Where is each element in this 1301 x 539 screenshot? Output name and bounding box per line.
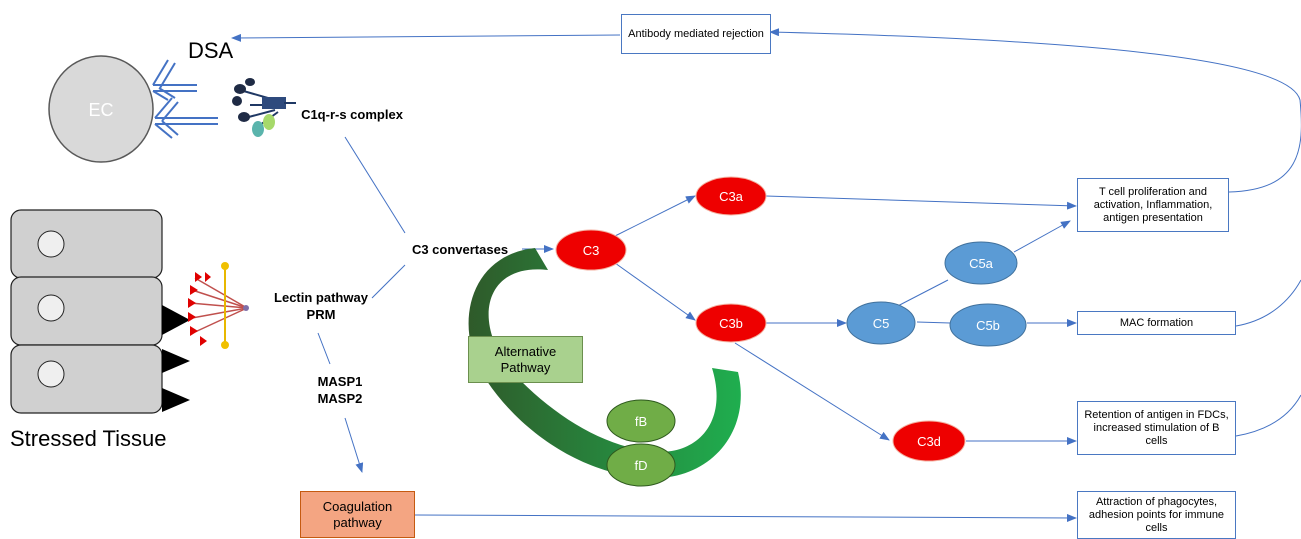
c1q-complex-icon [232, 78, 296, 137]
mac-formation-box: MAC formation [1077, 311, 1236, 335]
c3d-node-label: C3d [917, 434, 941, 449]
masp-to-coagulation-arrow [344, 417, 364, 473]
c3a-to-tcell-arrow [765, 195, 1077, 210]
c3-to-c3a-arrow [614, 195, 696, 237]
c5a-node [944, 241, 1018, 285]
antibody-to-dsa-arrow [231, 33, 621, 42]
tissue-cell [10, 276, 163, 346]
c5-node-label: C5 [873, 316, 890, 331]
lectin-prm-label: Lectin pathway PRM [274, 290, 368, 322]
dsa-label: DSA [188, 38, 234, 63]
c5b-node [949, 303, 1027, 347]
retention-feedback-curve [1235, 394, 1301, 437]
tissue-cell [10, 209, 163, 279]
c3a-node [695, 176, 767, 216]
fd-node [606, 443, 676, 487]
danger-signal-triangle [162, 305, 190, 335]
ec-cell [48, 55, 154, 163]
danger-signal-triangle [162, 349, 190, 373]
coagulation-to-attraction-arrow [414, 513, 1077, 522]
antibody-icon [154, 97, 218, 139]
coagulation-pathway-box: Coagulation pathway [300, 491, 415, 538]
stressed-tissue-label: Stressed Tissue [10, 426, 167, 451]
alternative-pathway-arc [468, 248, 741, 478]
fd-node-label: fD [635, 458, 648, 473]
alternative-pathway-box: Alternative Pathway [468, 336, 583, 383]
lectin-to-masp-line [317, 332, 331, 365]
danger-signal-triangle [162, 388, 190, 412]
tcell-outcome-box: T cell proliferation and activation, Inf… [1077, 178, 1229, 232]
antibody-icon [152, 59, 197, 101]
c5a-to-tcell-arrow [1013, 220, 1071, 253]
c3b-node-label: C3b [719, 316, 743, 331]
c1q-complex-label: C1q-r-s complex [301, 106, 403, 122]
cell-nucleus [37, 230, 65, 258]
masp-label: MASP1 MASP2 [317, 374, 363, 406]
c5-node [846, 301, 916, 345]
c3a-node-label: C3a [719, 189, 744, 204]
c3b-to-c3d-arrow [734, 342, 890, 441]
ec-label: EC [88, 100, 113, 120]
mac-feedback-curve [1235, 279, 1301, 327]
c5-to-c5b-line [916, 321, 951, 324]
tcell-feedback-curve [769, 28, 1301, 193]
c3b-node [695, 303, 767, 343]
retention-outcome-box: Retention of antigen in FDCs, increased … [1077, 401, 1236, 455]
c1q-to-convertase-line [344, 136, 406, 234]
cell-nucleus [37, 294, 65, 322]
c3-to-c3b-arrow [614, 262, 696, 321]
c3-node-label: C3 [583, 243, 600, 258]
attraction-outcome-box: Attraction of phagocytes, adhesion point… [1077, 491, 1236, 539]
tissue-cell [10, 344, 163, 414]
lectin-to-convertase-line [371, 264, 406, 299]
antibody-rejection-box: Antibody mediated rejection [621, 14, 771, 54]
c3-node [555, 229, 627, 271]
lectin-prm-icon [188, 262, 249, 349]
c3d-node [892, 420, 966, 462]
fb-node [606, 399, 676, 443]
c5b-node-label: C5b [976, 318, 1000, 333]
fb-node-label: fB [635, 414, 647, 429]
cell-nucleus [37, 360, 65, 388]
c3-convertases-label: C3 convertases [411, 241, 509, 257]
c5a-node-label: C5a [969, 256, 994, 271]
